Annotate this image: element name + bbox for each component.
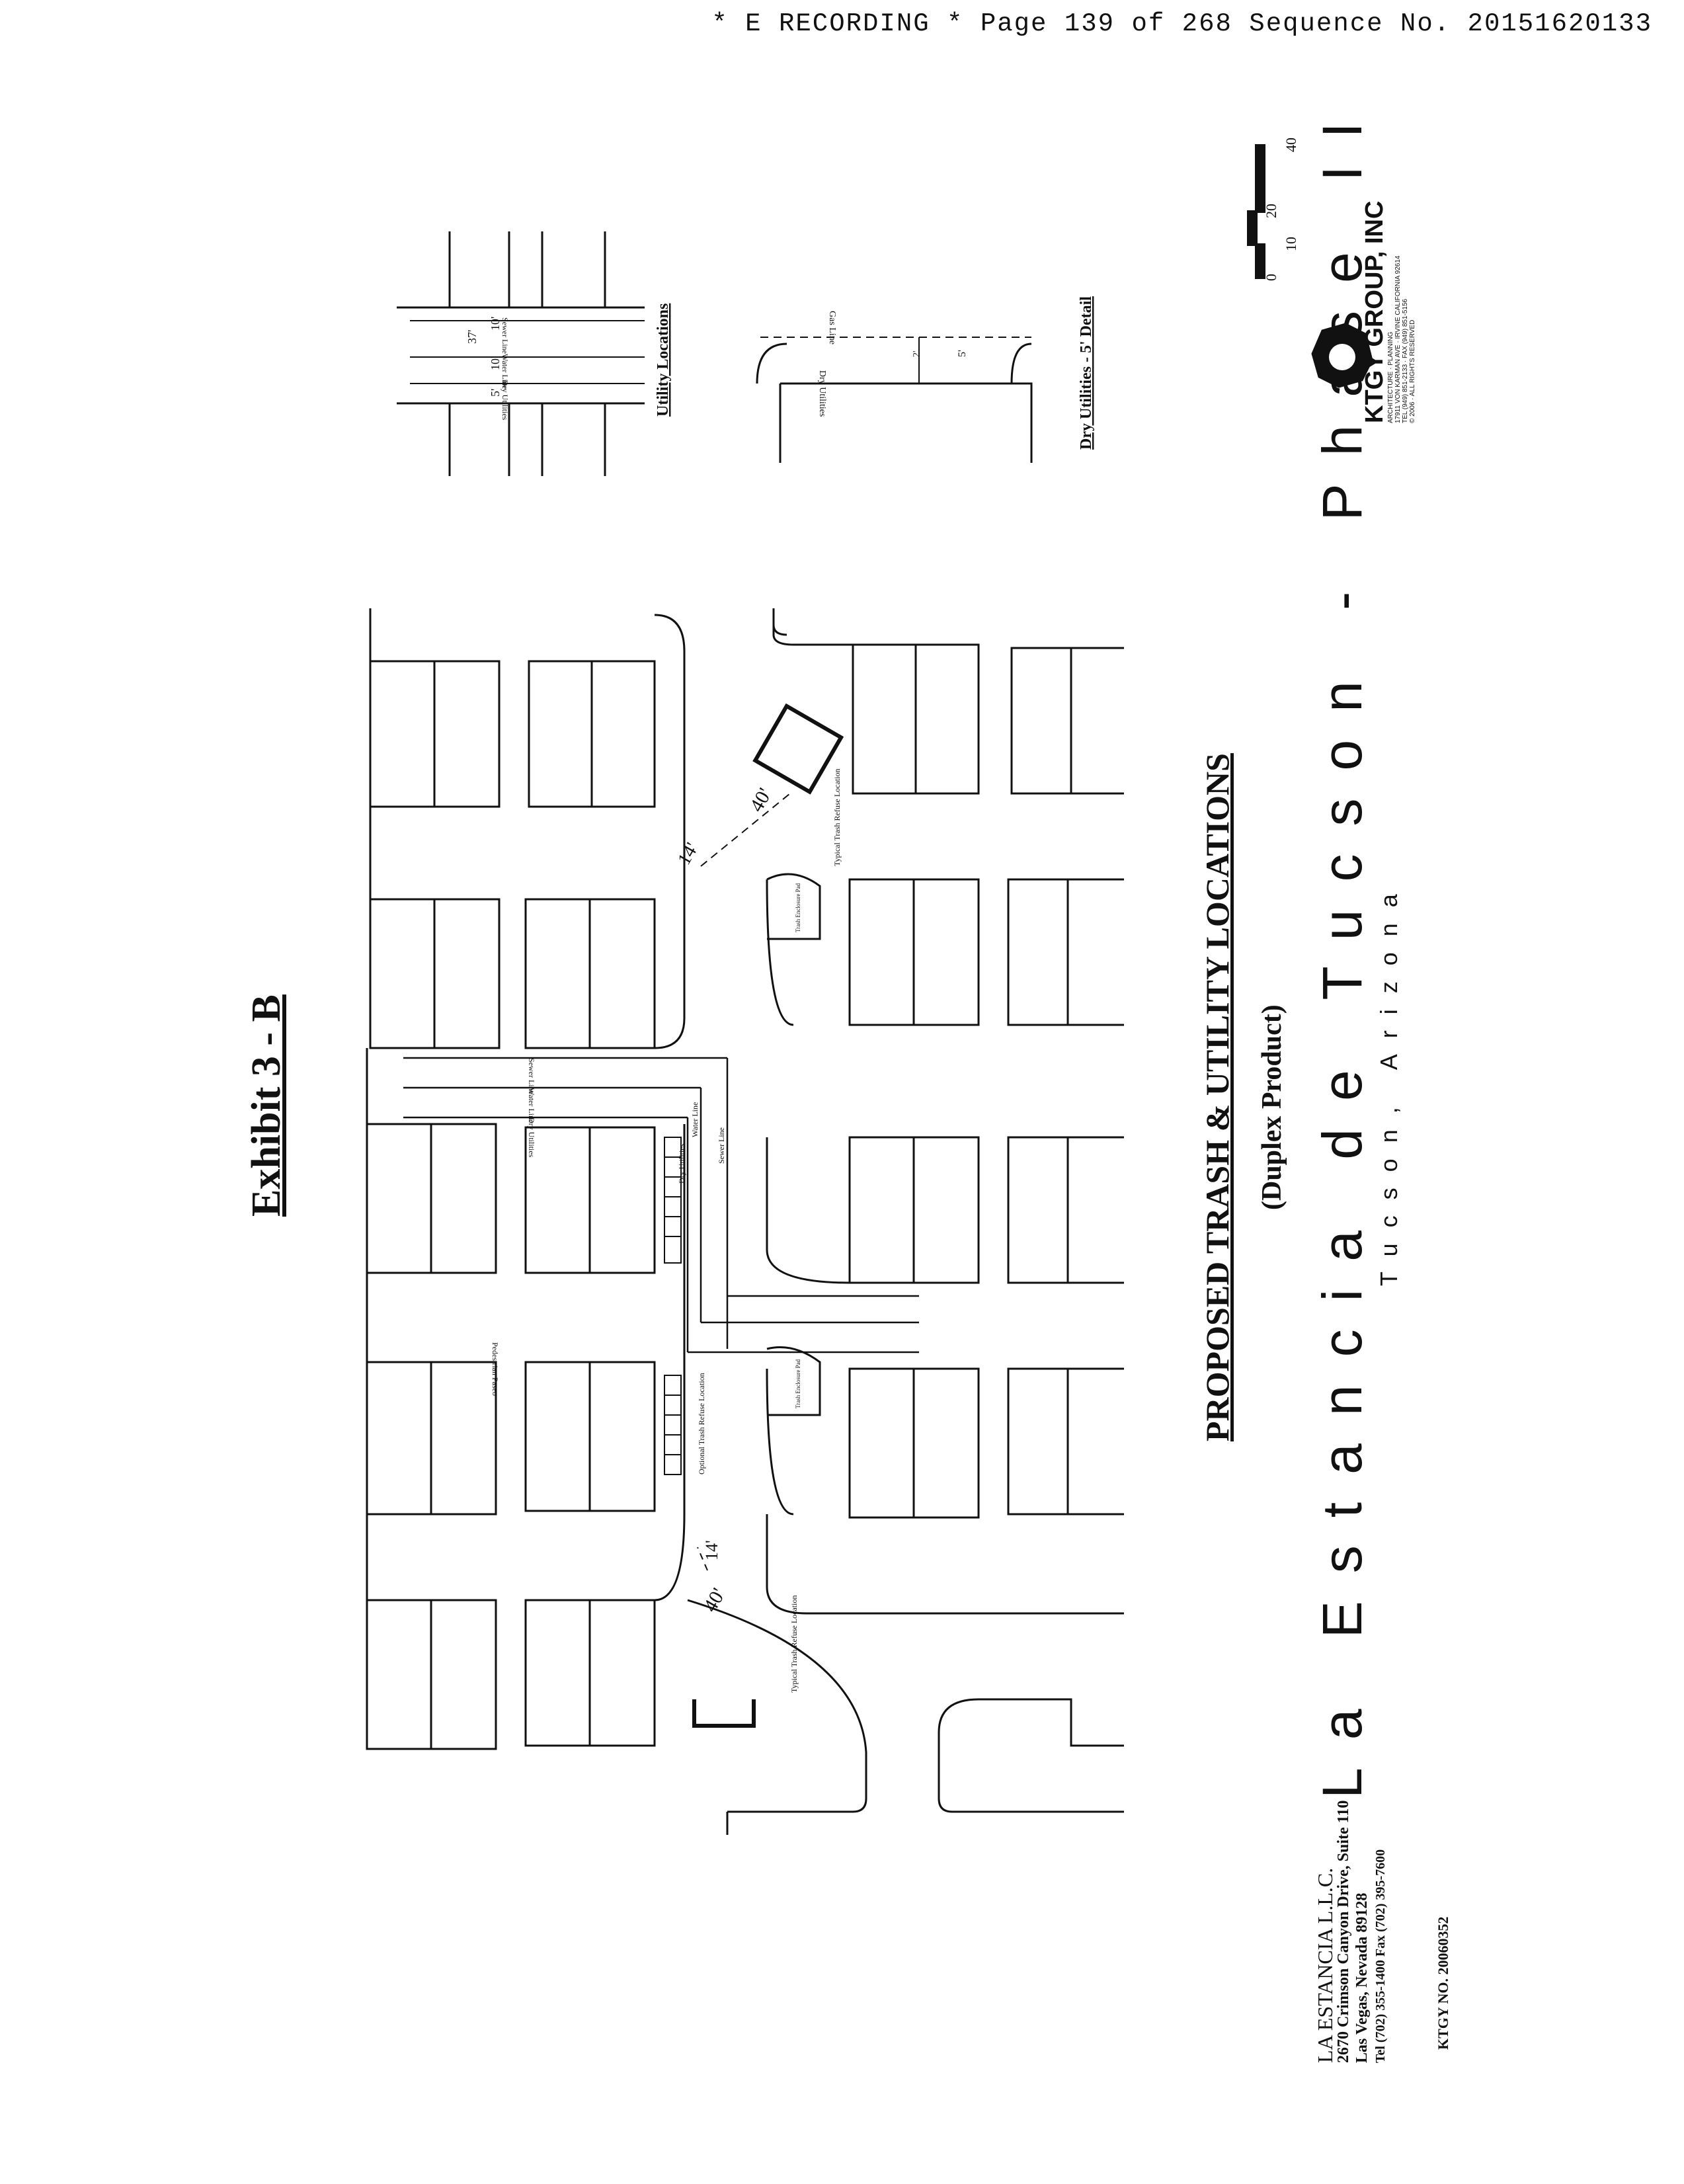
sewer-line-label: Sewer Line [527,1058,536,1094]
dry-detail-title: Dry Utilities - 5' Detail [1078,296,1095,450]
site-plan [366,144,1373,1835]
recording-header: * E RECORDING * Page 139 of 268 Sequence… [711,9,1652,38]
dim-14-upper: 14' [674,839,702,868]
optional-trash-label: Optional Trash Refuse Location [697,1373,706,1475]
detail-dry-utilities-label: Dry Utilities [817,370,827,417]
pedestrian-paseo-label: Pedestrian Paseo [491,1342,500,1396]
water-line-label: Water Line [527,1088,536,1123]
optional-refuse-pads [664,1137,682,1475]
scale-bar [1247,144,1265,279]
dry-utilities-vertical-label: Dry Utilities [677,1143,686,1184]
detail-sewer-label: Sewer Line [501,317,510,354]
water-line-vertical-label: Water Line [690,1102,700,1137]
utility-locations-detail [397,231,645,476]
scale-label-20: 20 [1263,204,1279,218]
scale-label-10: 10 [1283,237,1299,251]
utility-locations-title: Utility Locations [655,303,672,417]
trash-enclosure [692,1699,756,1728]
building-column-c [848,643,980,1519]
dim-14-lower: 14' [702,1540,721,1560]
ktgy-logo-mark [1311,323,1373,388]
building-column-b [524,660,656,1747]
trash-enclosure [752,703,844,795]
dim-40-lower: 40' [699,1584,729,1615]
detail-dry-label: Dry Utilities [501,380,510,421]
dry-utilities-label: Dry Utilities [527,1117,536,1158]
dim-40-upper: 40' [745,784,776,815]
pad-label-lower: Trash Enclosure Pad [795,1359,801,1408]
detail-dim-10b: 10' [489,356,502,370]
pad-outline [766,873,821,940]
detail-dim-10a: 10' [489,317,502,331]
detail-gas-line-label: Gas Line [827,311,837,344]
detail-dim-37: 37' [465,330,479,344]
typical-trash-label-lower: Typical Trash Refuse Location [789,1596,799,1693]
building-column-d [1007,647,1124,1516]
scale-label-0: 0 [1263,274,1279,281]
sewer-line-vertical-label: Sewer Line [717,1127,726,1164]
scale-label-40: 40 [1283,138,1299,152]
detail-water-label: Water Line [501,354,510,389]
utility-lines [403,1057,919,1354]
detail-dim-5: 5' [489,389,502,397]
dry-utilities-detail [756,337,1033,463]
building-column-a [366,608,501,1750]
typical-trash-label-upper: Typical Trash Refuse Location [832,769,842,866]
pad-label-upper: Trash Enclosure Pad [795,883,801,932]
pad-outline [766,1346,821,1416]
detail-dim-5-dry: 5' [957,350,968,357]
detail-dim-2: 2' [912,350,922,357]
driveway-edge [654,614,686,1049]
